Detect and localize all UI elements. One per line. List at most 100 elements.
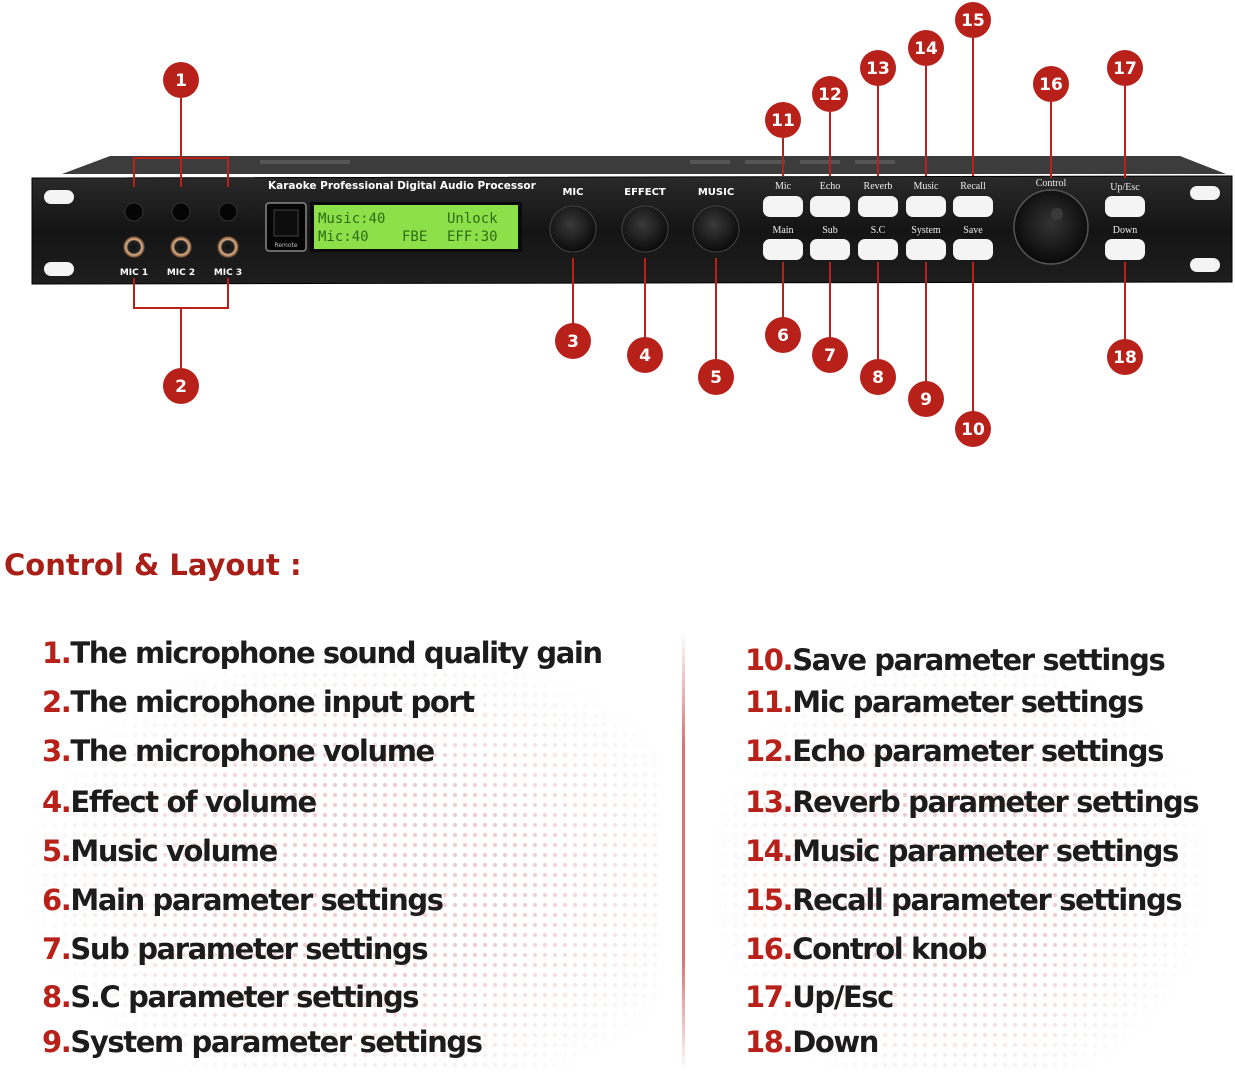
callout-5: 5 — [698, 359, 734, 395]
mic-volume-knob[interactable] — [549, 205, 597, 253]
effect-volume-knob[interactable] — [621, 205, 669, 253]
save-button[interactable] — [953, 239, 993, 260]
music-knob-label: MUSIC — [698, 187, 734, 198]
callout-13: 13 — [860, 50, 896, 86]
svg-text:14: 14 — [914, 39, 938, 59]
legend-item-4: 4.Effect of volume — [42, 785, 317, 819]
mic1-label: MIC 1 — [120, 268, 148, 278]
btn-label-echo: Echo — [820, 181, 841, 192]
reverb-button[interactable] — [858, 196, 898, 217]
legend-item-15: 15.Recall parameter settings — [745, 883, 1183, 917]
btn-label-music: Music — [914, 181, 940, 192]
btn-label-sub: Sub — [822, 225, 838, 236]
callout-17: 17 — [1107, 50, 1143, 86]
btn-label-system: System — [911, 225, 941, 236]
mic2-jack[interactable] — [170, 236, 192, 258]
legend-item-6: 6.Main parameter settings — [42, 883, 444, 917]
btn-label-reverb: Reverb — [864, 181, 893, 192]
up-esc-label: Up/Esc — [1110, 182, 1140, 193]
btn-label-save: Save — [963, 225, 983, 236]
music-volume-knob[interactable] — [692, 205, 740, 253]
lcd-line2-mid: FBE — [402, 229, 427, 245]
system-button[interactable] — [906, 239, 946, 260]
svg-text:16: 16 — [1039, 75, 1063, 95]
mic1-jack[interactable] — [123, 236, 145, 258]
rack-ear-hole-right — [1190, 186, 1220, 200]
legend-item-16: 16.Control knob — [745, 932, 987, 966]
mic-button[interactable] — [763, 196, 803, 217]
svg-text:6: 6 — [777, 326, 789, 346]
up-esc-button[interactable] — [1105, 196, 1145, 217]
mic2-label: MIC 2 — [167, 268, 195, 278]
svg-text:12: 12 — [818, 85, 842, 105]
callout-8: 8 — [860, 359, 896, 395]
legend-item-2: 2.The microphone input port — [42, 685, 475, 719]
callout-4: 4 — [627, 337, 663, 373]
lcd-line2-right: EFF:30 — [447, 229, 498, 245]
callout-12: 12 — [812, 76, 848, 112]
lcd-line2-left: Mic:40 — [318, 229, 369, 245]
legend-divider — [682, 632, 685, 1072]
svg-text:5: 5 — [710, 368, 722, 388]
svg-text:11: 11 — [771, 111, 795, 131]
svg-text:13: 13 — [866, 59, 890, 79]
rack-ear-hole-right-2 — [1190, 258, 1220, 272]
effect-knob-label: EFFECT — [624, 187, 666, 198]
control-label: Control — [1036, 178, 1067, 189]
remote-label: Remote — [274, 242, 297, 249]
legend-item-13: 13.Reverb parameter settings — [745, 785, 1200, 819]
callout-16: 16 — [1033, 66, 1069, 102]
svg-text:3: 3 — [567, 332, 579, 352]
legend-item-8: 8.S.C parameter settings — [42, 980, 420, 1014]
echo-button[interactable] — [810, 196, 850, 217]
callout-3: 3 — [555, 323, 591, 359]
sub-button[interactable] — [810, 239, 850, 260]
btn-label-sc: S.C — [871, 225, 886, 236]
legend-item-14: 14.Music parameter settings — [745, 834, 1179, 868]
chassis-top — [62, 156, 1226, 174]
callout-7: 7 — [812, 337, 848, 373]
legend-item-3: 3.The microphone volume — [42, 734, 435, 768]
legend-item-10: 10.Save parameter settings — [745, 643, 1166, 677]
mic3-label: MIC 3 — [214, 268, 242, 278]
legend-item-12: 12.Echo parameter settings — [745, 734, 1164, 768]
callout-6: 6 — [765, 317, 801, 353]
main-button[interactable] — [763, 239, 803, 260]
lcd-line1-left: Music:40 — [318, 211, 385, 227]
rack-ear-hole-left-2 — [44, 262, 74, 276]
svg-text:4: 4 — [639, 346, 651, 366]
callout-2: 2 — [163, 368, 199, 404]
rack-ear-hole-left — [44, 190, 74, 204]
callout-18: 18 — [1107, 339, 1143, 375]
svg-text:15: 15 — [961, 11, 985, 31]
svg-text:7: 7 — [824, 346, 836, 366]
svg-text:9: 9 — [920, 390, 932, 410]
btn-label-recall: Recall — [960, 181, 986, 192]
mic2-gain-knob[interactable] — [171, 202, 191, 222]
recall-button[interactable] — [953, 196, 993, 217]
remote-sensor-window — [273, 209, 299, 237]
legend-item-9: 9.System parameter settings — [42, 1025, 483, 1059]
btn-label-main: Main — [772, 225, 793, 236]
btn-label-mic: Mic — [775, 181, 792, 192]
down-label: Down — [1113, 225, 1137, 236]
decorative-dots-left — [20, 640, 660, 1070]
callout-14: 14 — [908, 30, 944, 66]
svg-text:1: 1 — [175, 71, 187, 91]
svg-text:17: 17 — [1113, 59, 1137, 79]
decorative-dots-right — [700, 640, 1220, 1070]
mic-knob-label: MIC — [562, 187, 583, 198]
control-knob[interactable] — [1013, 189, 1089, 265]
svg-text:2: 2 — [175, 377, 187, 397]
svg-text:8: 8 — [872, 368, 884, 388]
mic3-jack[interactable] — [217, 236, 239, 258]
mic3-gain-knob[interactable] — [218, 202, 238, 222]
down-button[interactable] — [1105, 239, 1145, 260]
mic1-gain-knob[interactable] — [124, 202, 144, 222]
svg-text:18: 18 — [1113, 348, 1137, 368]
callout-lines — [133, 38, 1126, 412]
music-button[interactable] — [906, 196, 946, 217]
legend-item-17: 17.Up/Esc — [745, 980, 894, 1014]
callout-11: 11 — [765, 102, 801, 138]
sc-button[interactable] — [858, 239, 898, 260]
